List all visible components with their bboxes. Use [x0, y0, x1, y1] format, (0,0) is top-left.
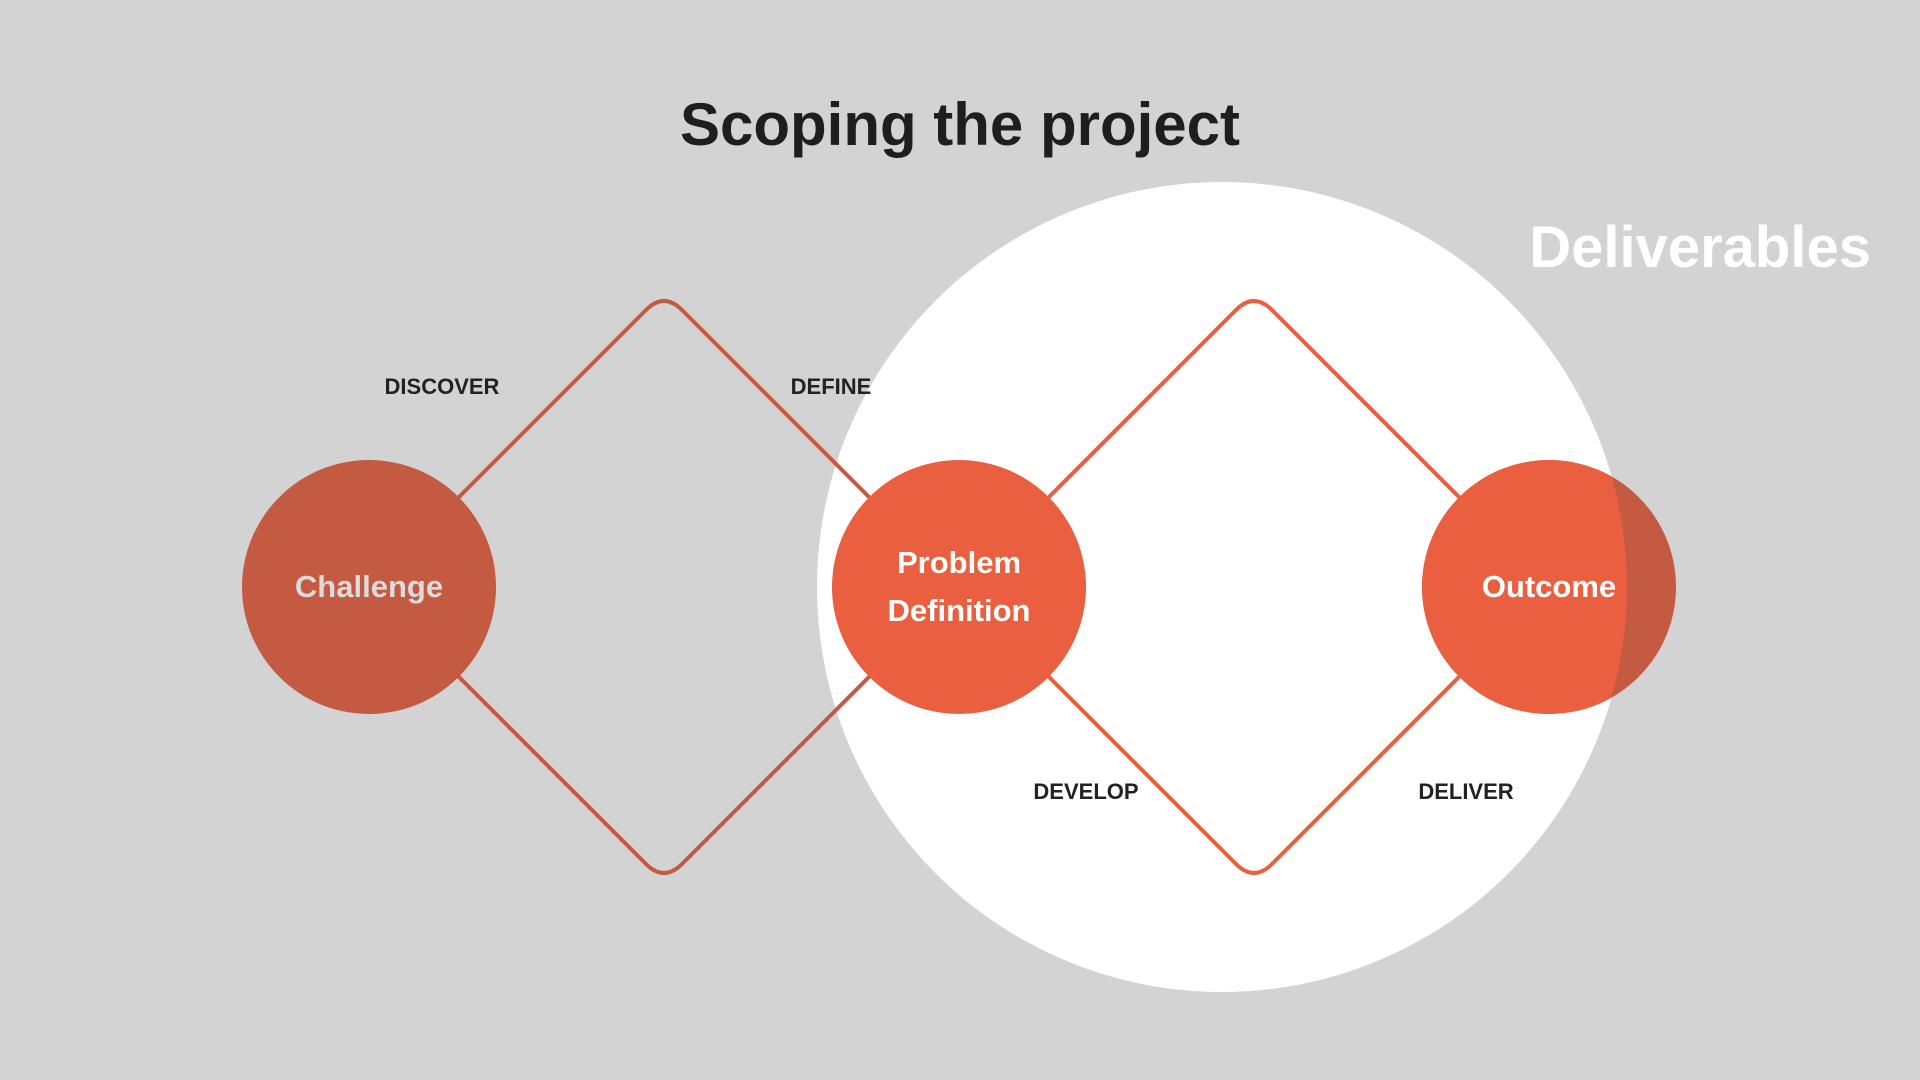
phase-define: DEFINE	[791, 374, 872, 399]
phase-develop: DEVELOP	[1033, 779, 1138, 804]
problem-definition-node: Problem Definition	[832, 460, 1086, 714]
phase-discover: DISCOVER	[385, 374, 500, 399]
phase-deliver: DELIVER	[1418, 779, 1513, 804]
challenge-node: Challenge	[242, 460, 496, 714]
problem-label-line1: Problem	[897, 545, 1021, 580]
page-title: Scoping the project	[680, 91, 1240, 158]
deliverables-scope-circle	[817, 182, 1627, 992]
problem-label-line2: Definition	[888, 593, 1031, 628]
deliverables-label: Deliverables	[1529, 215, 1871, 280]
outcome-label: Outcome	[1482, 569, 1616, 604]
challenge-label: Challenge	[295, 569, 443, 604]
outcome-node: Outcome	[1422, 460, 1676, 714]
